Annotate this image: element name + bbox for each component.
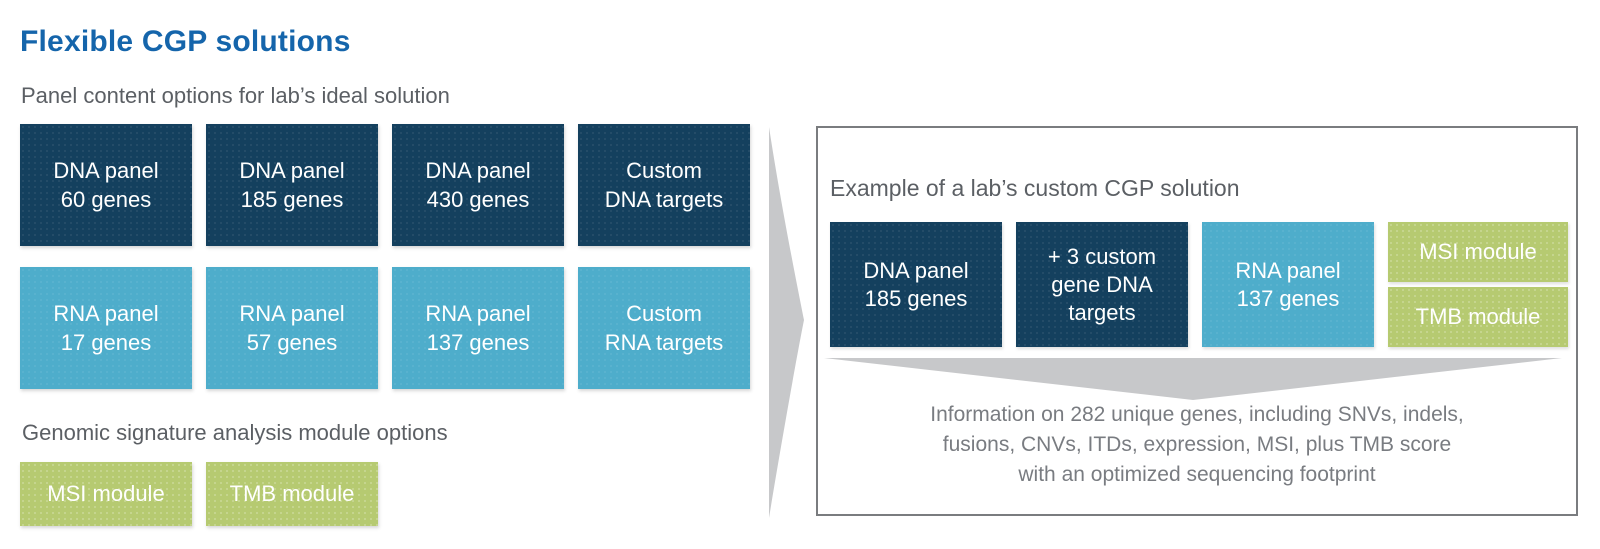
box-label-line2: 60 genes: [60, 187, 152, 212]
box-label-line1: RNA panel: [425, 301, 531, 326]
box-label-line2: 57 genes: [246, 330, 338, 355]
box-label-line1: DNA panel: [53, 158, 159, 183]
example-custom-gene-targets-box: + 3 custom gene DNA targets: [1016, 222, 1188, 347]
modules-heading: Genomic signature analysis module option…: [22, 420, 448, 445]
box-label-line2: 185 genes: [240, 187, 344, 212]
summary-line3: with an optimized sequencing footprint: [1018, 463, 1376, 486]
summary-line2: fusions, CNVs, ITDs, expression, MSI, pl…: [942, 433, 1452, 456]
example-dna-panel-185-box: DNA panel 185 genes: [830, 222, 1002, 347]
dna-panel-430-box: DNA panel 430 genes: [392, 124, 564, 246]
box-label-line1: + 3 custom: [1047, 243, 1157, 269]
box-label-line1: RNA panel: [53, 301, 159, 326]
box-label-line2: DNA targets: [604, 187, 724, 212]
box-label-line1: Custom: [626, 158, 702, 183]
tmb-module-box: TMB module: [206, 462, 378, 526]
funnel-icon: [824, 358, 1562, 400]
custom-dna-targets-box: Custom DNA targets: [578, 124, 750, 246]
module-label: MSI module: [1419, 239, 1537, 264]
box-label-line2: 137 genes: [426, 330, 530, 355]
box-label-line1: RNA panel: [1235, 257, 1341, 283]
msi-module-box: MSI module: [20, 462, 192, 526]
box-label-line1: DNA panel: [239, 158, 345, 183]
box-label-line1: RNA panel: [239, 301, 345, 326]
module-label: MSI module: [47, 481, 165, 506]
box-label-line2: 430 genes: [426, 187, 530, 212]
dna-panel-60-box: DNA panel 60 genes: [20, 124, 192, 246]
box-label-line1: DNA panel: [425, 158, 531, 183]
box-label-line1: DNA panel: [863, 257, 969, 283]
page-title: Flexible CGP solutions: [20, 25, 351, 58]
module-label: TMB module: [1415, 304, 1541, 329]
custom-solution-panel: Example of a lab’s custom CGP solution D…: [816, 126, 1578, 516]
rna-panel-137-box: RNA panel 137 genes: [392, 267, 564, 389]
dna-panel-185-box: DNA panel 185 genes: [206, 124, 378, 246]
summary-line1: Information on 282 unique genes, includi…: [930, 403, 1464, 426]
module-label: TMB module: [229, 481, 355, 506]
rna-panel-57-box: RNA panel 57 genes: [206, 267, 378, 389]
flow-arrow-icon: [769, 127, 804, 518]
solution-summary: Information on 282 unique genes, includi…: [818, 400, 1576, 490]
example-rna-panel-137-box: RNA panel 137 genes: [1202, 222, 1374, 347]
box-label-line2: 185 genes: [864, 285, 968, 311]
panel-options-subtitle: Panel content options for lab’s ideal so…: [21, 83, 450, 108]
rna-panel-17-box: RNA panel 17 genes: [20, 267, 192, 389]
example-msi-module-box: MSI module: [1388, 222, 1568, 282]
box-label-line3: targets: [1068, 299, 1136, 325]
box-label-line1: Custom: [626, 301, 702, 326]
panel-heading: Example of a lab’s custom CGP solution: [830, 175, 1240, 201]
box-label-line2: 17 genes: [60, 330, 152, 355]
custom-rna-targets-box: Custom RNA targets: [578, 267, 750, 389]
example-tmb-module-box: TMB module: [1388, 287, 1568, 347]
box-label-line2: gene DNA: [1051, 271, 1153, 297]
box-label-line2: RNA targets: [604, 330, 724, 355]
box-label-line2: 137 genes: [1236, 285, 1340, 311]
